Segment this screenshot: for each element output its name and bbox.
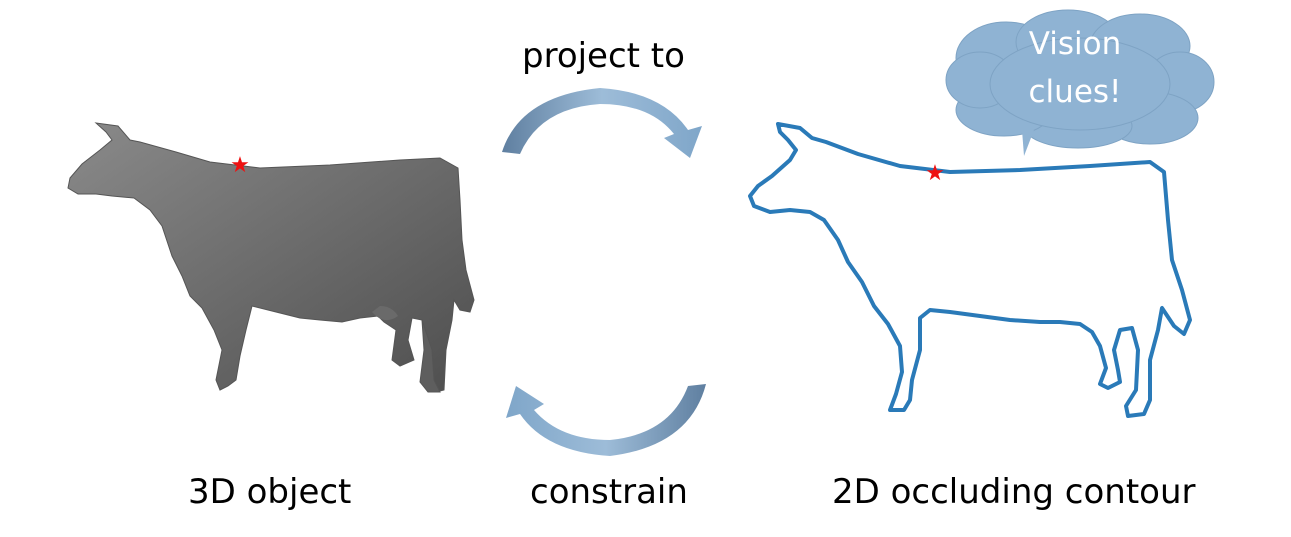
bubble-line-2: clues!: [1028, 74, 1122, 110]
thought-bubble: [945, 9, 1215, 156]
red-star-icon: ★: [230, 153, 250, 178]
bubble-text: Vision clues!: [990, 20, 1160, 116]
bubble-line-1: Vision: [1028, 26, 1122, 62]
top-arrow-label: project to: [522, 36, 685, 76]
cow-3d-object: [67, 122, 475, 393]
left-caption: 3D object: [188, 472, 352, 512]
bottom-arrow-label: constrain: [530, 472, 688, 512]
right-caption: 2D occluding contour: [832, 472, 1196, 512]
constrain-arrow: [506, 384, 706, 456]
project-arrow: [502, 88, 702, 158]
cow-2d-contour: [748, 122, 1192, 418]
red-star-icon: ★: [925, 161, 945, 186]
